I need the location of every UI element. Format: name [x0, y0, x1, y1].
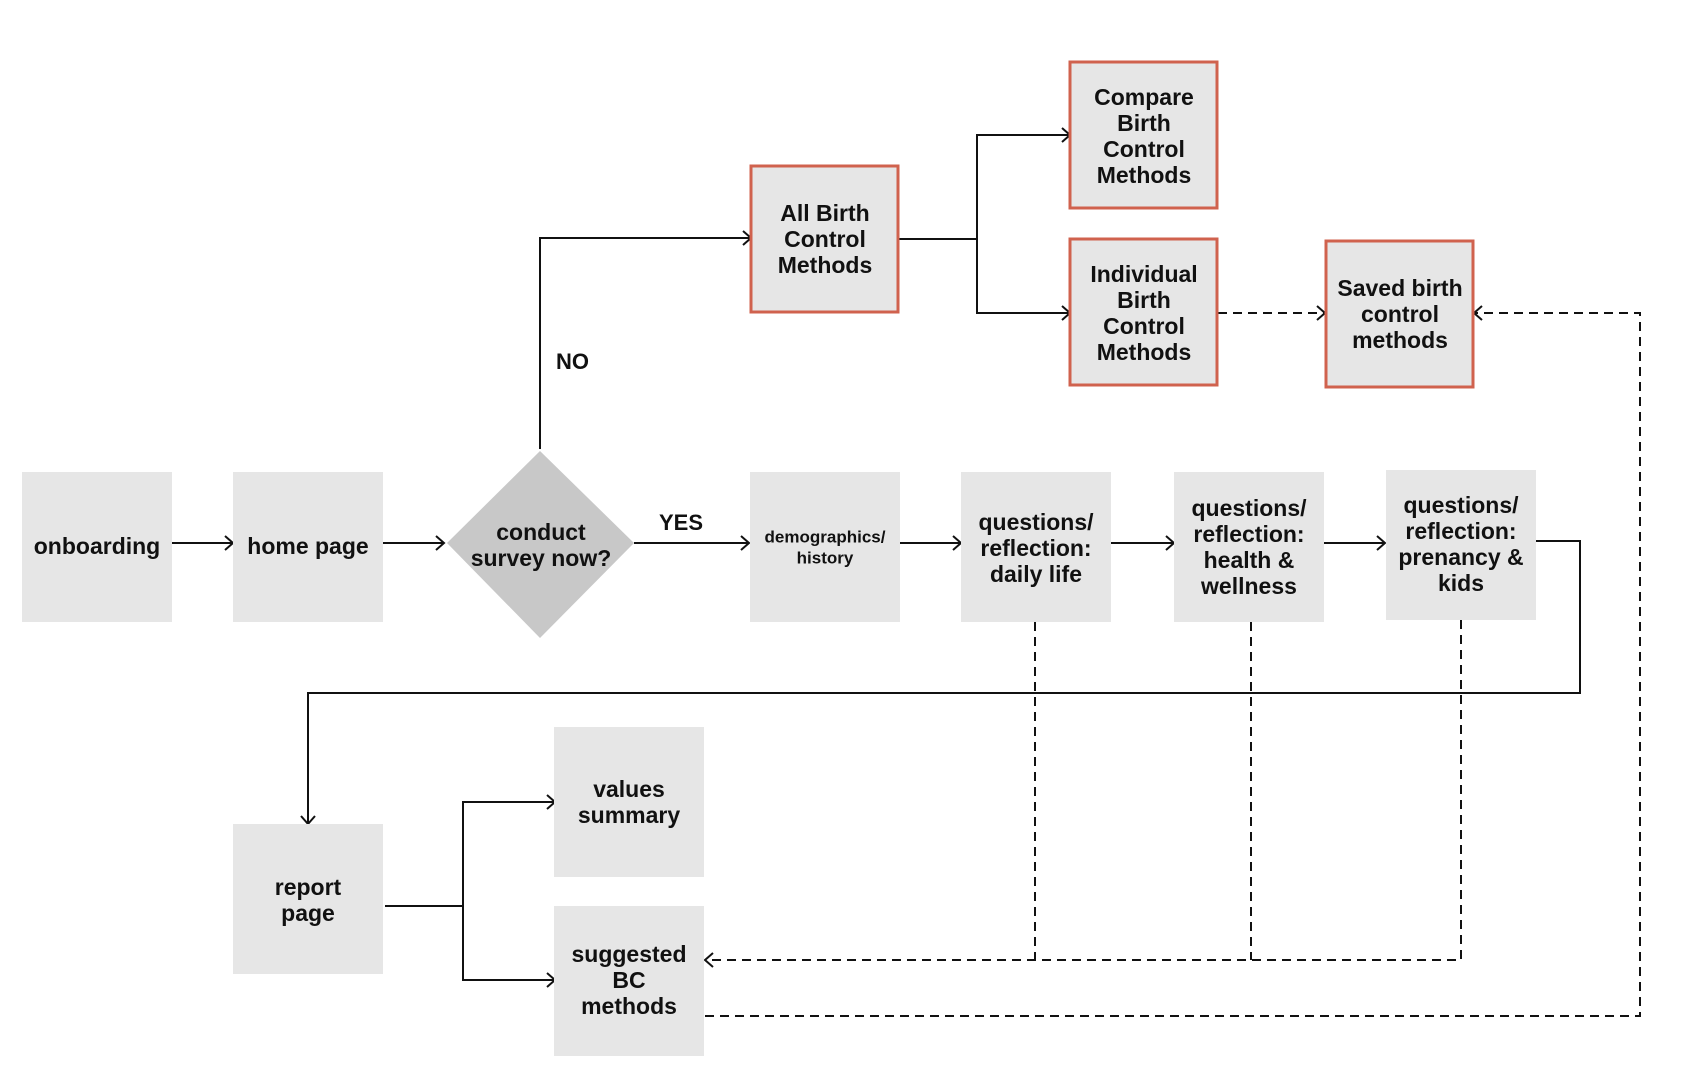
- node-label-line: values: [593, 776, 665, 802]
- node-label-line: Birth: [1117, 287, 1171, 313]
- edge-to-values-summary: [462, 801, 555, 906]
- node-label: questions/reflection:health &wellness: [1191, 495, 1307, 599]
- node-label-line: conduct: [496, 519, 586, 545]
- node-label-line: Birth: [1117, 110, 1171, 136]
- node-label-line: report: [275, 874, 342, 900]
- node-label-line: Methods: [1097, 339, 1192, 365]
- node-label-line: questions/: [978, 509, 1094, 535]
- label-no: NO: [556, 349, 589, 374]
- node-label-line: suggested: [571, 941, 686, 967]
- node-label: demographics/history: [765, 528, 886, 568]
- arrowhead: [703, 952, 714, 968]
- edge-pregnancy-to-report: [307, 540, 1581, 824]
- node-label-line: methods: [581, 993, 677, 1019]
- node-label-line: Compare: [1094, 84, 1194, 110]
- node-label-line: questions/: [1403, 492, 1519, 518]
- edge-to-suggested-bc: [462, 906, 555, 981]
- node-label-line: survey now?: [471, 545, 612, 571]
- edge-to-compare-bc: [976, 134, 1070, 239]
- node-questions-pregnancy-kids[interactable]: questions/reflection:prenancy &kids: [1386, 470, 1536, 620]
- node-label: home page: [247, 533, 368, 559]
- node-label-line: All Birth: [780, 200, 869, 226]
- node-label: questions/reflection:prenancy &kids: [1398, 492, 1523, 596]
- node-label-line: Control: [1103, 313, 1185, 339]
- node-label-line: health &: [1204, 547, 1295, 573]
- arrowhead: [1316, 305, 1327, 321]
- node-label-line: Methods: [1097, 162, 1192, 188]
- node-label-line: questions/: [1191, 495, 1307, 521]
- node-label-line: Methods: [778, 252, 873, 278]
- node-label: questions/reflection:daily life: [978, 509, 1094, 587]
- edge-pregnancy-to-suggested: [705, 620, 1462, 961]
- edge-no-to-all-bc: [539, 237, 751, 449]
- node-label-line: reflection:: [980, 535, 1091, 561]
- label-yes: YES: [659, 510, 703, 535]
- arrowhead: [740, 535, 751, 551]
- node-onboarding[interactable]: onboarding: [22, 472, 172, 622]
- node-label-line: Control: [784, 226, 866, 252]
- node-label-line: control: [1361, 301, 1439, 327]
- node-label-line: home page: [247, 533, 368, 559]
- node-label-line: history: [797, 549, 854, 568]
- node-label-line: wellness: [1200, 573, 1297, 599]
- node-label-line: prenancy &: [1398, 544, 1523, 570]
- node-label-line: page: [281, 900, 335, 926]
- node-label-line: Individual: [1090, 261, 1197, 287]
- node-label-line: Control: [1103, 136, 1185, 162]
- node-label-line: BC: [612, 967, 645, 993]
- node-home-page[interactable]: home page: [233, 472, 383, 622]
- node-demographics-history[interactable]: demographics/history: [750, 472, 900, 622]
- node-label: onboarding: [34, 533, 160, 559]
- node-label-line: kids: [1438, 570, 1484, 596]
- node-label-line: summary: [578, 802, 680, 828]
- edge-suggested-to-saved: [705, 312, 1641, 1017]
- node-label-line: demographics/: [765, 528, 886, 547]
- node-label-line: reflection:: [1193, 521, 1304, 547]
- arrowhead: [1376, 535, 1387, 551]
- arrowhead: [435, 535, 446, 551]
- node-questions-health-wellness[interactable]: questions/reflection:health &wellness: [1174, 472, 1324, 622]
- node-label-line: daily life: [990, 561, 1082, 587]
- node-label-line: methods: [1352, 327, 1448, 353]
- node-label-line: reflection:: [1405, 518, 1516, 544]
- node-label-line: Saved birth: [1337, 275, 1462, 301]
- node-label-line: onboarding: [34, 533, 160, 559]
- edge-to-individual-bc: [976, 239, 1070, 314]
- node-questions-daily-life[interactable]: questions/reflection:daily life: [961, 472, 1111, 622]
